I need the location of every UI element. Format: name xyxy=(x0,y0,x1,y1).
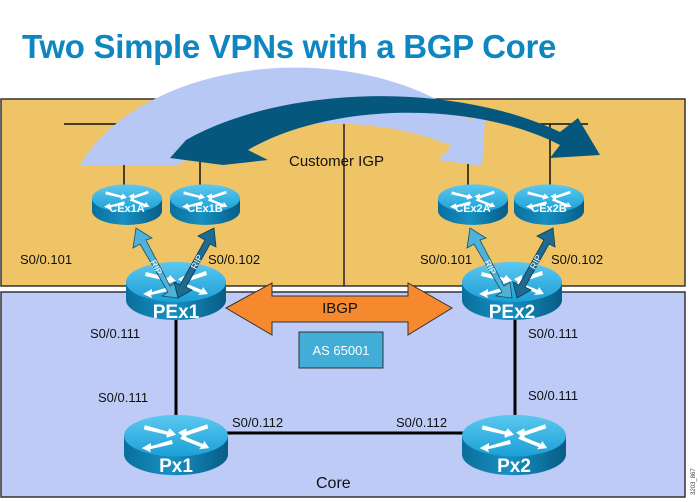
core-zone xyxy=(0,291,686,498)
core-links xyxy=(174,300,517,435)
router-cex2b[interactable]: CEx2B xyxy=(514,184,584,225)
if-pex1-cex1a: S0/0.101 xyxy=(20,252,72,267)
if-px1-pex1: S0/0.111 xyxy=(98,390,148,405)
rip-arrow-cex1b: RIP xyxy=(173,227,217,299)
svg-text:CEx2A: CEx2A xyxy=(455,203,491,215)
router-pex1[interactable]: PEx1 xyxy=(126,262,226,323)
router-px1[interactable]: Px1 xyxy=(124,414,228,477)
if-pex2-px2: S0/0.111 xyxy=(528,326,578,341)
svg-text:CEx2B: CEx2B xyxy=(531,203,567,215)
if-px2-px1: S0/0.112 xyxy=(396,415,447,430)
ibgp-label: IBGP xyxy=(322,300,358,317)
if-px1-px2: S0/0.112 xyxy=(232,415,283,430)
if-pex2-cex2b: S0/0.102 xyxy=(551,252,603,267)
svg-text:CEx1A: CEx1A xyxy=(109,203,145,215)
if-pex1-px1: S0/0.111 xyxy=(90,326,140,341)
router-px2[interactable]: Px2 xyxy=(462,414,566,477)
as-label: AS 65001 xyxy=(312,343,369,358)
as-box xyxy=(298,331,384,369)
figure-id: 3203_867 xyxy=(691,468,697,495)
page-title: Two Simple VPNs with a BGP Core xyxy=(22,28,557,65)
customer-igp-label: Customer IGP xyxy=(289,153,384,170)
core-label: Core xyxy=(316,475,351,492)
router-cex1b[interactable]: CEx1B xyxy=(170,184,240,225)
if-pex2-cex2a: S0/0.101 xyxy=(420,252,472,267)
router-pex2[interactable]: PEx2 xyxy=(462,262,562,323)
if-px2-pex2: S0/0.111 xyxy=(528,388,578,403)
ibgp-arrow xyxy=(224,282,453,336)
svg-text:PEx2: PEx2 xyxy=(489,302,535,323)
vpn2-arrow xyxy=(170,96,600,165)
svg-text:CEx1B: CEx1B xyxy=(187,203,223,215)
if-pex1-cex1b: S0/0.102 xyxy=(208,252,260,267)
rip-arrow-cex2b: RIP xyxy=(512,227,556,299)
router-cex2a[interactable]: CEx2A xyxy=(438,184,508,225)
router-cex1a[interactable]: CEx1A xyxy=(92,184,162,225)
svg-text:Px2: Px2 xyxy=(497,456,531,477)
svg-text:PEx1: PEx1 xyxy=(153,302,200,323)
svg-text:Px1: Px1 xyxy=(159,456,193,477)
